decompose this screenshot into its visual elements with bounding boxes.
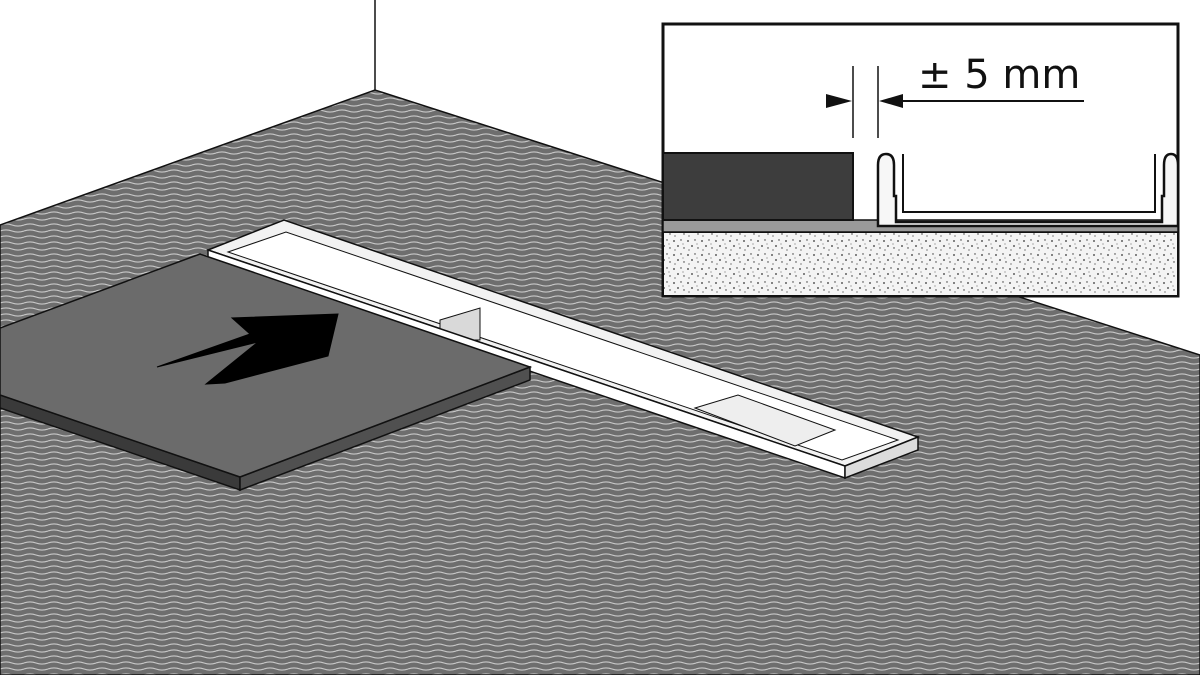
dimension-arrow-left-icon <box>826 94 852 108</box>
push-direction-arrow-icon <box>156 313 339 385</box>
inset-screed <box>663 231 1178 296</box>
dimension-label: ± 5 mm <box>918 52 1080 98</box>
tile-plate <box>0 253 533 492</box>
inset-channel-profile <box>876 152 1178 228</box>
drain-profile <box>205 219 921 480</box>
dimension-arrow-right-icon <box>879 94 903 108</box>
detail-inset: ± 5 mm <box>661 22 1180 298</box>
inset-channel-inner <box>902 154 1156 213</box>
inset-tile <box>663 152 854 221</box>
profile-right-edge <box>844 435 919 480</box>
profile-end-cap <box>693 394 837 447</box>
